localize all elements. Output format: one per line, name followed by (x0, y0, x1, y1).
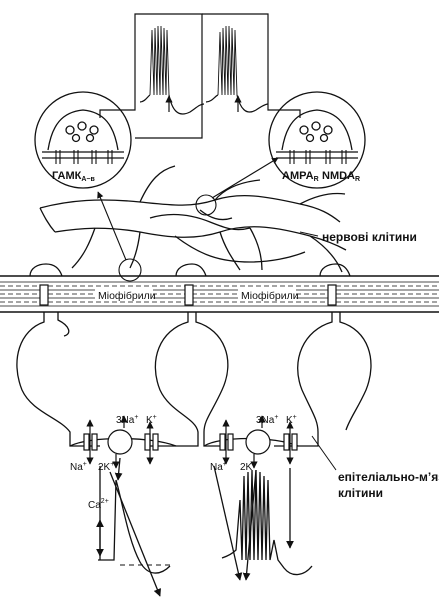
na-k-pump-right (246, 430, 270, 454)
label-na-right: Na+ (210, 461, 227, 473)
label-nmda: NMDAR (322, 170, 360, 183)
label-nerve-cells: нервові клітини (322, 230, 417, 244)
trace-baseline-right (206, 95, 268, 112)
recording-traces (100, 14, 300, 138)
membrane-traces (98, 458, 312, 596)
label-k-right: K+ (286, 414, 297, 426)
epithelial-cells (17, 312, 371, 446)
trace-baseline-left (140, 95, 204, 114)
label-k-left: K+ (146, 414, 157, 426)
label-epithelial-1: епітеліально-м’язові (338, 470, 439, 484)
spike-burst-left (150, 26, 169, 95)
label-myofibrils-left: Міофібрили (98, 290, 156, 302)
label-3na-right: 3Na+ (256, 414, 278, 426)
na-k-pump-left (108, 430, 132, 454)
connector-left (100, 92, 135, 118)
label-na-left: Na+ (70, 461, 87, 473)
trace-ca-left (98, 480, 170, 573)
spike-burst-right (218, 26, 237, 95)
myofibril-band (0, 264, 439, 312)
synapse-zoom-gaba (35, 92, 131, 188)
synapse-spot-lower (119, 259, 141, 281)
label-3na-left: 3Na+ (116, 414, 138, 426)
label-gaba: ГАМКА−в (52, 170, 96, 183)
label-myofibrils-right: Міофібрили (241, 290, 299, 302)
label-epithelial-2: клітини (338, 486, 383, 500)
label-2k-right: 2K+ (240, 461, 256, 473)
pointer-epithelial (312, 436, 336, 470)
label-ampa: AMPAR (282, 170, 319, 183)
label-ca: Ca2+ (88, 498, 109, 511)
